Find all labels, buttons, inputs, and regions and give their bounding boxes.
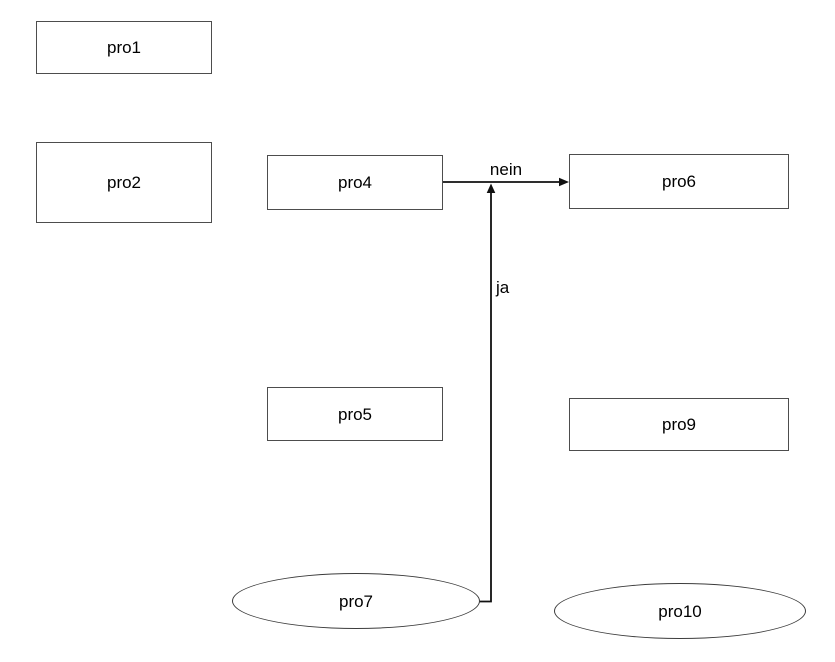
node-pro2-label: pro2 — [106, 173, 142, 192]
edge-ja-arrowhead — [486, 183, 496, 193]
node-pro6: pro6 — [569, 154, 789, 209]
edge-label-nein: nein — [490, 160, 522, 179]
node-pro2: pro2 — [36, 142, 212, 223]
edge-label-ja: ja — [495, 278, 510, 297]
node-pro9: pro9 — [569, 398, 789, 451]
node-pro1-label: pro1 — [106, 38, 142, 57]
node-pro10-label: pro10 — [658, 601, 702, 621]
node-pro10: pro10 — [554, 583, 806, 639]
node-pro5-label: pro5 — [337, 404, 373, 424]
node-pro7: pro7 — [232, 573, 480, 629]
edge-nein-arrowhead — [559, 177, 569, 187]
node-pro6-label: pro6 — [661, 172, 697, 191]
node-pro4-label: pro4 — [337, 173, 373, 192]
node-pro1: pro1 — [36, 21, 212, 74]
node-pro7-label: pro7 — [338, 591, 374, 611]
node-pro5: pro5 — [267, 387, 443, 441]
node-pro4: pro4 — [267, 155, 443, 210]
edge-ja-line — [479, 191, 492, 603]
node-pro9-label: pro9 — [661, 415, 697, 434]
